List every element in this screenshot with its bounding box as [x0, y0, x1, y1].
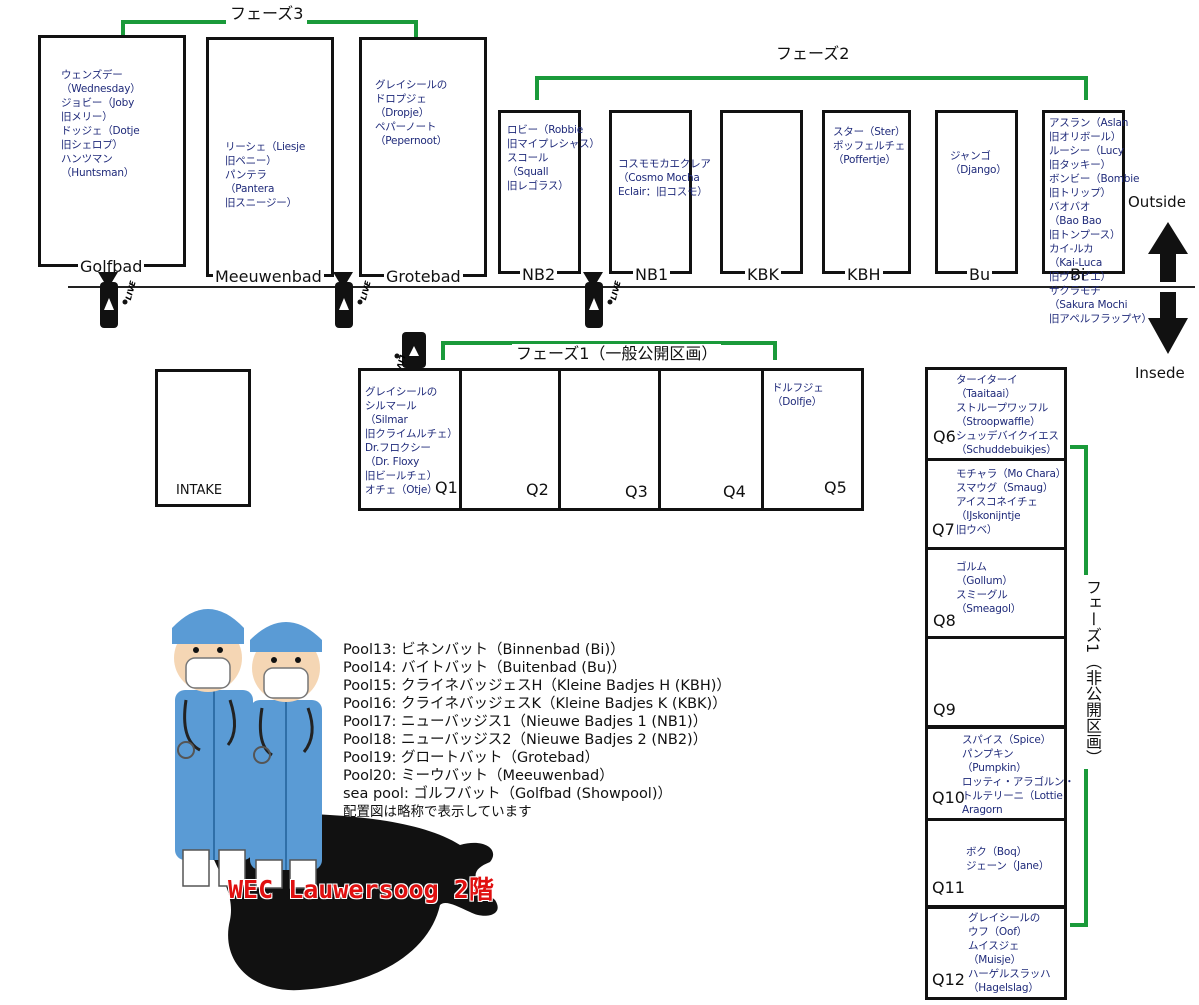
pool-occupants: ジャンゴ （Django）: [950, 150, 1007, 176]
pool-q1: グレイシールの シルマール （Silmar 旧クライムルチェ） Dr.フロクシー…: [358, 368, 462, 511]
camera-icon: [333, 272, 363, 328]
pool-occupants: アスラン（Aslan 旧オリボール） ルーシー（Lucy 旧タッキー） ボンビー…: [1049, 117, 1152, 325]
legend-line: Pool16: クライネバッジェスK（Kleine Badjes K (KBK)…: [343, 696, 727, 712]
phase3-label: フェーズ3: [226, 4, 308, 24]
legend-line: Pool18: ニューバッジス2（Nieuwe Badjes 2 (NB2)）: [343, 732, 708, 748]
legend-line: sea pool: ゴルフバット（Golfbad (Showpool)）: [343, 786, 672, 802]
staff-figure: [250, 622, 322, 889]
pool-label: Q10: [932, 788, 965, 807]
pool-q8: ゴルム （Gollum） スミーグル （Smeagol） Q8: [925, 547, 1067, 639]
pool-nb2: ロビー（Robbie 旧マイプレシャス） スコール （Squall 旧レゴラス）: [498, 110, 600, 274]
pool-q9: Q9: [925, 636, 1067, 728]
camera-icon: [583, 272, 613, 328]
pool-occupants: グレイシールの ドロプジェ （Dropje） ペパーノート （Pepernoot…: [375, 79, 448, 147]
pool-q4: Q4: [658, 368, 764, 511]
pool-label: Q3: [625, 482, 648, 501]
pool-label: Q5: [824, 478, 847, 497]
camera-icon: [98, 272, 128, 328]
pool-q12: グレイシールの ウフ（Oof） ムイスジェ （Muisje） ハーゲルスラッハ …: [925, 906, 1067, 1000]
inside-arrow-icon: [1148, 292, 1188, 354]
legend-note: 配置図は略称で表示しています: [343, 804, 532, 820]
pool-occupants: モチャラ（Mo Chara） スマウグ（Smaug） アイスコネイチェ （IJs…: [956, 468, 1067, 536]
pool-label: Q11: [932, 878, 965, 897]
pool-occupants: ドルフジェ （Dolfje）: [772, 382, 824, 408]
pool-label: NB1: [633, 265, 671, 284]
pool-meeuwenbad: リーシェ（Liesje 旧ペニー） パンテラ （Pantera 旧スニージー）: [206, 37, 334, 277]
pool-label: KBK: [745, 265, 781, 284]
pool-label: KBH: [845, 265, 883, 284]
pool-label: Q7: [932, 520, 955, 539]
pool-occupants: グレイシールの ウフ（Oof） ムイスジェ （Muisje） ハーゲルスラッハ …: [968, 912, 1051, 994]
pool-label: Bi: [1070, 265, 1086, 284]
pool-nb1: コスモモカエクレア （Cosmo Mocha Eclair：旧コスモ）: [609, 110, 711, 274]
pool-occupants: ロビー（Robbie 旧マイプレシャス） スコール （Squall 旧レゴラス）: [507, 124, 600, 192]
pool-label: Grotebad: [384, 267, 463, 286]
pool-kbh: スター（Ster） ポッフェルチェ （Poffertje）: [822, 110, 911, 274]
pool-occupants: ターイターイ （Taaitaai） ストループワッフル （Stroopwaffl…: [956, 374, 1059, 456]
pool-occupants: ボク（Boq） ジェーン（Jane）: [966, 846, 1050, 872]
legend-line: Pool14: バイトバット（Buitenbad (Bu)）: [343, 660, 627, 676]
pool-q2: Q2: [459, 368, 561, 511]
outside-arrow-icon: [1148, 222, 1188, 282]
pool-occupants: スパイス（Spice） パンプキン （Pumpkin） ロッティ・アラゴルン・ …: [962, 734, 1075, 830]
phase2-bracket: [535, 76, 1088, 100]
pool-label: Q12: [932, 970, 965, 989]
pool-label: INTAKE: [176, 483, 223, 498]
phase1-private-label: フェーズ1（非公開区画）: [1080, 575, 1104, 770]
pool-bi: [1042, 110, 1125, 274]
inside-label: Insede: [1135, 364, 1185, 382]
legend-line: Pool20: ミーウバット（Meeuwenbad）: [343, 768, 614, 784]
phase1-public-bracket: [441, 341, 777, 360]
pool-q5: ドルフジェ （Dolfje） Q5: [761, 368, 864, 511]
pool-grotebad: グレイシールの ドロプジェ （Dropje） ペパーノート （Pepernoot…: [359, 37, 487, 277]
pool-intake: INTAKE: [155, 369, 251, 507]
pool-occupants: ウェンズデー （Wednesday） ジョビー（Joby 旧メリー） ドッジェ（…: [61, 69, 141, 179]
legend-line: Pool13: ビネンバット（Binnenbad (Bi)）: [343, 642, 625, 658]
staff-figure: [172, 609, 253, 887]
pool-occupants: リーシェ（Liesje 旧ペニー） パンテラ （Pantera 旧スニージー）: [225, 141, 306, 209]
outside-label: Outside: [1128, 193, 1186, 211]
pool-occupants: コスモモカエクレア （Cosmo Mocha Eclair：旧コスモ）: [618, 158, 711, 198]
legend-line: Pool15: クライネバッジェスH（Kleine Badjes H (KBH)…: [343, 678, 731, 694]
pool-q7: モチャラ（Mo Chara） スマウグ（Smaug） アイスコネイチェ （IJs…: [925, 458, 1067, 550]
phase2-label: フェーズ2: [772, 44, 854, 64]
pool-occupants: グレイシールの シルマール （Silmar 旧クライムルチェ） Dr.フロクシー…: [365, 386, 458, 496]
pool-golfbad: ウェンズデー （Wednesday） ジョビー（Joby 旧メリー） ドッジェ（…: [38, 35, 186, 267]
pool-label: Q1: [435, 478, 458, 497]
pool-label: Q4: [723, 482, 746, 501]
pool-label: Q6: [933, 427, 956, 446]
pool-label: Meeuwenbad: [213, 267, 324, 286]
pool-occupants: スター（Ster） ポッフェルチェ （Poffertje）: [833, 126, 906, 166]
pool-bu: ジャンゴ （Django）: [935, 110, 1018, 274]
legend-line: Pool19: グロートバット（Grotebad）: [343, 750, 600, 766]
pool-label: Q9: [933, 700, 956, 719]
pool-label: Q2: [526, 480, 549, 499]
legend-line: Pool17: ニューバッジス1（Nieuwe Badjes 1 (NB1)）: [343, 714, 708, 730]
pool-label: Golfbad: [78, 257, 145, 276]
pool-label: NB2: [520, 265, 558, 284]
pool-occupants: ゴルム （Gollum） スミーグル （Smeagol）: [956, 561, 1021, 615]
phase1-public-label: フェーズ1（一般公開区画）: [512, 344, 722, 364]
pool-label: Bu: [967, 265, 993, 284]
facility-caption: WEC Lauwersoog 2階: [228, 875, 494, 904]
pool-label: Q8: [933, 611, 956, 630]
pool-q6: ターイターイ （Taaitaai） ストループワッフル （Stroopwaffl…: [925, 367, 1067, 461]
